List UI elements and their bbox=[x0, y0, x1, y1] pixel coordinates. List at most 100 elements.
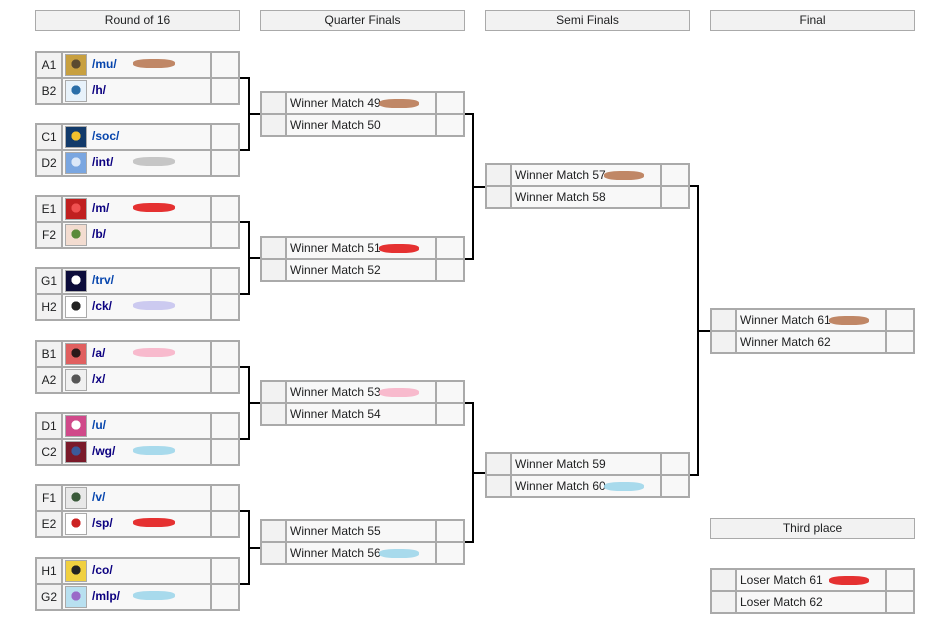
international-board-icon bbox=[65, 152, 87, 174]
team-link[interactable]: /wg/ bbox=[92, 444, 116, 458]
team-link[interactable]: /sp/ bbox=[92, 516, 113, 530]
team-row: B1/a/ bbox=[35, 340, 240, 368]
bracket-connector-line bbox=[240, 293, 250, 295]
bracket-connector-line bbox=[690, 185, 699, 187]
score-cell bbox=[660, 452, 690, 476]
team-name: Winner Match 53 bbox=[290, 385, 381, 399]
highlight-mark bbox=[133, 446, 175, 455]
travel-board-icon bbox=[65, 270, 87, 292]
header-final: Final bbox=[710, 10, 915, 31]
team-cell: /mlp/ bbox=[61, 583, 212, 611]
team-cell: Winner Match 55 bbox=[285, 519, 437, 543]
team-cell: /trv/ bbox=[61, 267, 212, 295]
team-row: Winner Match 56 bbox=[260, 541, 465, 565]
highlight-mark bbox=[379, 244, 419, 253]
team-row: Winner Match 50 bbox=[260, 113, 465, 137]
bracket-connector-line bbox=[465, 113, 474, 115]
team-link[interactable]: /v/ bbox=[92, 490, 106, 504]
highlight-mark bbox=[133, 518, 175, 527]
team-row: Winner Match 58 bbox=[485, 185, 690, 209]
highlight-mark bbox=[604, 171, 644, 180]
team-cell: /m/ bbox=[61, 195, 212, 223]
anime-board-icon bbox=[65, 343, 87, 365]
team-cell: /v/ bbox=[61, 484, 212, 512]
team-link[interactable]: /trv/ bbox=[92, 273, 115, 287]
score-cell bbox=[435, 380, 465, 404]
highlight-mark bbox=[133, 301, 175, 310]
seed-cell bbox=[260, 113, 287, 137]
bracket-connector-line bbox=[465, 402, 474, 404]
seed-cell: D2 bbox=[35, 149, 63, 177]
team-cell: /x/ bbox=[61, 366, 212, 394]
team-row: Winner Match 54 bbox=[260, 402, 465, 426]
team-link[interactable]: /ck/ bbox=[92, 299, 113, 313]
highlight-mark bbox=[133, 157, 175, 166]
score-cell bbox=[885, 330, 915, 354]
score-cell bbox=[210, 51, 240, 79]
score-cell bbox=[435, 541, 465, 565]
score-cell bbox=[435, 402, 465, 426]
score-cell bbox=[210, 583, 240, 611]
team-row: Winner Match 51 bbox=[260, 236, 465, 260]
team-link[interactable]: /a/ bbox=[92, 346, 106, 360]
seed-cell: G2 bbox=[35, 583, 63, 611]
score-cell bbox=[210, 557, 240, 585]
team-link[interactable]: /m/ bbox=[92, 201, 110, 215]
team-link[interactable]: /x/ bbox=[92, 372, 106, 386]
humanities-board-icon bbox=[65, 80, 87, 102]
team-row: B2/h/ bbox=[35, 77, 240, 105]
team-cell: Winner Match 61 bbox=[735, 308, 887, 332]
team-name: Winner Match 54 bbox=[290, 407, 381, 421]
team-link[interactable]: /mu/ bbox=[92, 57, 117, 71]
team-cell: Winner Match 57 bbox=[510, 163, 662, 187]
team-link[interactable]: /co/ bbox=[92, 563, 113, 577]
team-name: Winner Match 57 bbox=[515, 168, 606, 182]
team-row: F2/b/ bbox=[35, 221, 240, 249]
highlight-mark bbox=[604, 482, 644, 491]
highlight-mark bbox=[829, 316, 869, 325]
score-cell bbox=[210, 123, 240, 151]
team-link[interactable]: /b/ bbox=[92, 227, 106, 241]
music-board-icon bbox=[65, 54, 87, 76]
score-cell bbox=[435, 236, 465, 260]
team-name: Loser Match 62 bbox=[740, 595, 823, 609]
team-link[interactable]: /mlp/ bbox=[92, 589, 121, 603]
team-cell: /wg/ bbox=[61, 438, 212, 466]
score-cell bbox=[885, 308, 915, 332]
seed-cell bbox=[710, 330, 737, 354]
bracket-connector-line bbox=[697, 330, 710, 332]
bracket-connector-line bbox=[240, 583, 250, 585]
bracket-connector-line bbox=[240, 221, 250, 223]
team-link[interactable]: /u/ bbox=[92, 418, 106, 432]
score-cell bbox=[435, 113, 465, 137]
team-row: F1/v/ bbox=[35, 484, 240, 512]
seed-cell: E2 bbox=[35, 510, 63, 538]
team-cell: Winner Match 51 bbox=[285, 236, 437, 260]
seed-cell: B2 bbox=[35, 77, 63, 105]
score-cell bbox=[210, 293, 240, 321]
bracket-connector-line bbox=[690, 474, 699, 476]
highlight-mark bbox=[133, 203, 175, 212]
team-row: Winner Match 53 bbox=[260, 380, 465, 404]
team-row: Winner Match 49 bbox=[260, 91, 465, 115]
team-cell: Winner Match 59 bbox=[510, 452, 662, 476]
video-games-board-icon bbox=[65, 487, 87, 509]
score-cell bbox=[885, 568, 915, 592]
team-link[interactable]: /h/ bbox=[92, 83, 106, 97]
score-cell bbox=[210, 195, 240, 223]
team-cell: Winner Match 49 bbox=[285, 91, 437, 115]
seed-cell: F1 bbox=[35, 484, 63, 512]
seed-cell bbox=[485, 452, 512, 476]
bracket-connector-line bbox=[465, 541, 474, 543]
cooking-board-icon bbox=[65, 296, 87, 318]
team-row: Winner Match 60 bbox=[485, 474, 690, 498]
highlight-mark bbox=[133, 591, 175, 600]
seed-cell: A2 bbox=[35, 366, 63, 394]
team-link[interactable]: /soc/ bbox=[92, 129, 120, 143]
seed-cell: F2 bbox=[35, 221, 63, 249]
team-link[interactable]: /int/ bbox=[92, 155, 114, 169]
team-cell: Winner Match 54 bbox=[285, 402, 437, 426]
score-cell bbox=[210, 484, 240, 512]
team-row: A1/mu/ bbox=[35, 51, 240, 79]
team-row: E2/sp/ bbox=[35, 510, 240, 538]
